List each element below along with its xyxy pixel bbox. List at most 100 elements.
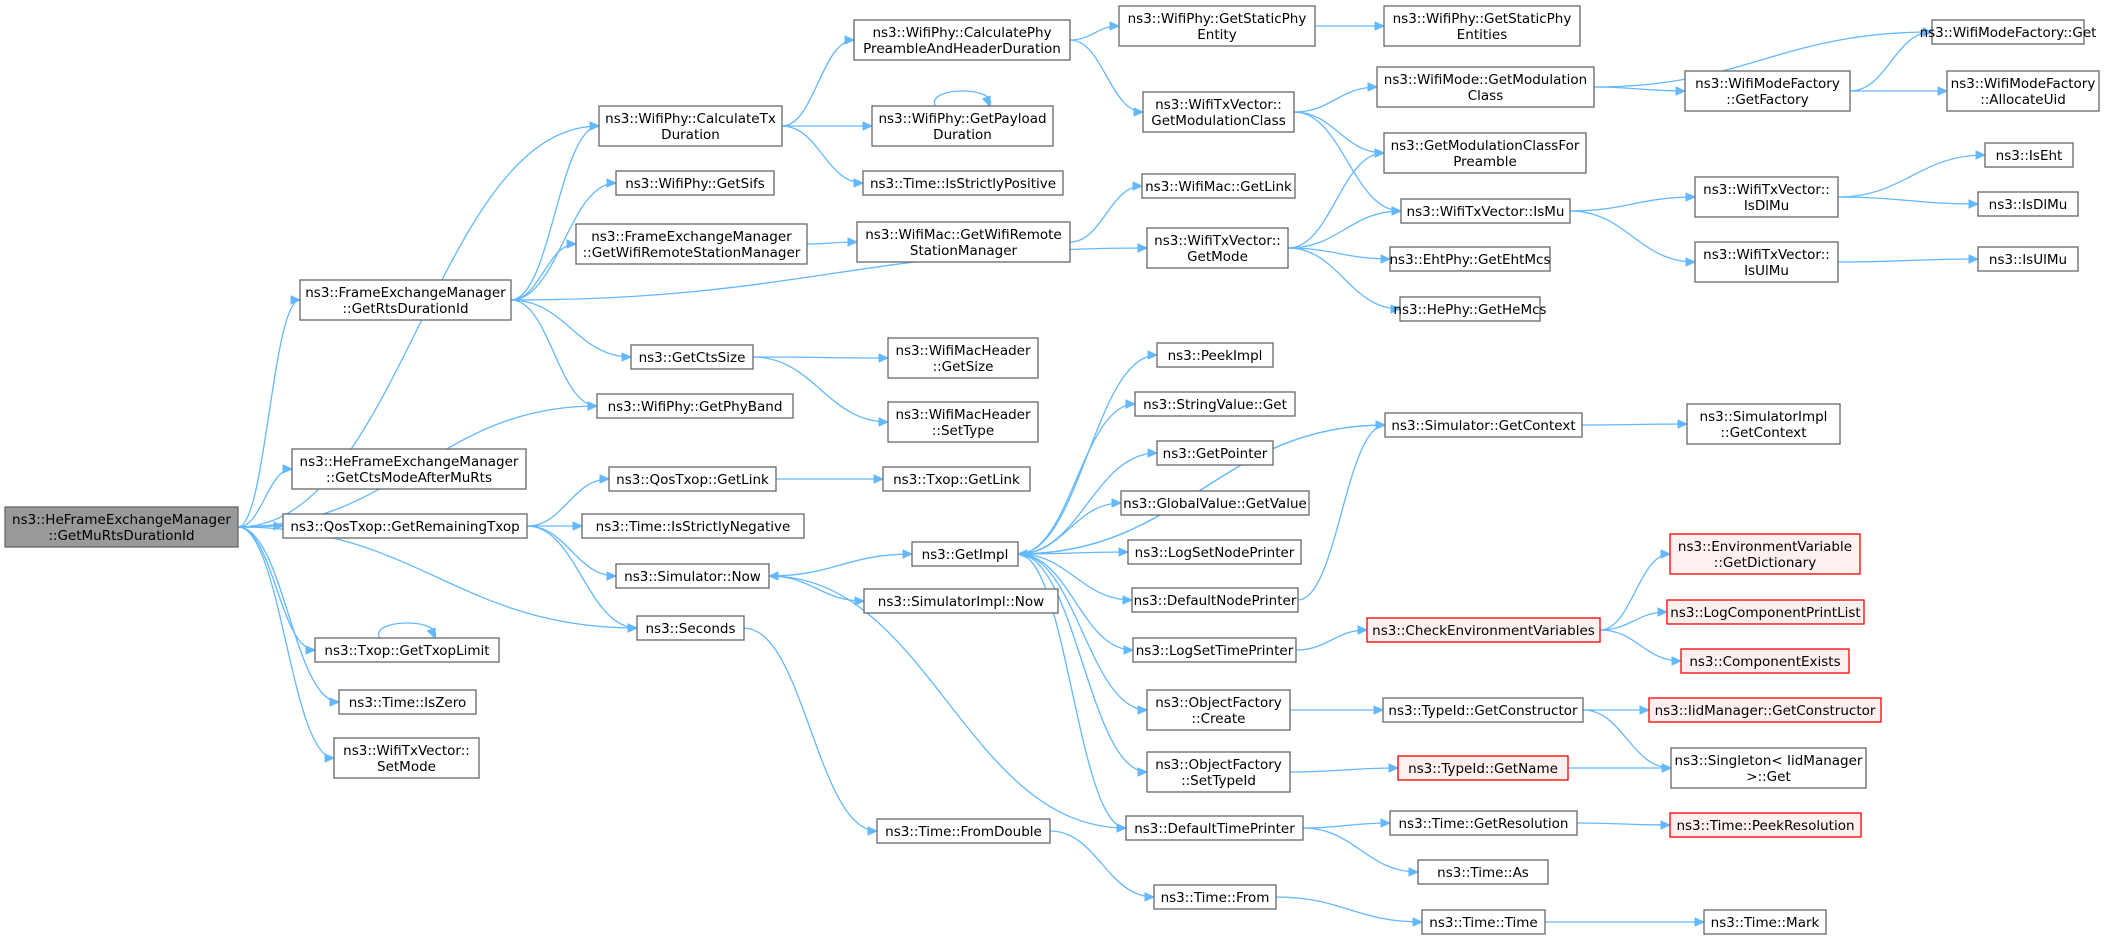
- function-node-logSetNode[interactable]: ns3::LogSetNodePrinter: [1127, 539, 1302, 565]
- function-node-peekRes[interactable]: ns3::Time::PeekResolution: [1669, 812, 1862, 838]
- function-node-fromDouble[interactable]: ns3::Time::FromDouble: [876, 818, 1051, 844]
- function-node-getCtsMode[interactable]: ns3::HeFrameExchangeManager::GetCtsModeA…: [291, 448, 527, 490]
- function-node-getPointer[interactable]: ns3::GetPointer: [1156, 440, 1274, 466]
- function-node-root[interactable]: ns3::HeFrameExchangeManager::GetMuRtsDur…: [4, 506, 239, 548]
- function-node-getMode[interactable]: ns3::WifiTxVector::GetMode: [1146, 227, 1289, 269]
- node-label: ::GetCtsModeAfterMuRts: [326, 470, 492, 486]
- call-edge: [237, 526, 317, 655]
- edge-line: [1576, 822, 1671, 826]
- edge-arrowhead: [1137, 767, 1149, 777]
- function-node-isZero[interactable]: ns3::Time::IsZero: [338, 689, 477, 715]
- call-edge: [510, 121, 601, 301]
- function-node-timeMark[interactable]: ns3::Time::Mark: [1703, 909, 1827, 935]
- function-node-logSetTime[interactable]: ns3::LogSetTimePrinter: [1132, 637, 1297, 663]
- function-node-getRts[interactable]: ns3::FrameExchangeManager::GetRtsDuratio…: [299, 279, 512, 321]
- call-edge: [1302, 818, 1392, 829]
- function-node-wmfGetFactory[interactable]: ns3::WifiModeFactory::GetFactory: [1684, 70, 1851, 112]
- function-node-checkEnv[interactable]: ns3::CheckEnvironmentVariables: [1366, 617, 1601, 643]
- function-node-typeIdGetCtor[interactable]: ns3::TypeId::GetConstructor: [1382, 697, 1584, 723]
- function-node-isUlMuTx[interactable]: ns3::WifiTxVector::IsUlMu: [1694, 241, 1839, 283]
- function-node-ehtMcs[interactable]: ns3::EhtPhy::GetEhtMcs: [1389, 246, 1551, 272]
- function-node-peekImpl[interactable]: ns3::PeekImpl: [1156, 342, 1274, 368]
- call-edge: [1289, 763, 1400, 773]
- function-node-macHdrGetSize[interactable]: ns3::WifiMacHeader::GetSize: [887, 337, 1039, 379]
- call-edge: [510, 178, 618, 301]
- function-node-timeGetRes[interactable]: ns3::Time::GetResolution: [1389, 810, 1578, 836]
- function-node-logCompPrintList[interactable]: ns3::LogComponentPrintList: [1666, 599, 1865, 625]
- function-node-mac_getRSM[interactable]: ns3::WifiMac::GetWifiRemoteStationManage…: [856, 221, 1071, 263]
- function-node-getModClass[interactable]: ns3::WifiTxVector::GetModulationClass: [1142, 91, 1295, 133]
- function-node-singletonGet[interactable]: ns3::Singleton< IidManager >::Get: [1670, 747, 1867, 789]
- function-node-stringValueGet[interactable]: ns3::StringValue::Get: [1134, 391, 1296, 417]
- function-node-isUlMu[interactable]: ns3::IsUlMu: [1977, 246, 2079, 272]
- function-node-objFactSetType[interactable]: ns3::ObjectFactory::SetTypeId: [1146, 751, 1291, 793]
- edge-line: [1017, 502, 1122, 555]
- call-edge: [1567, 763, 1673, 773]
- function-node-qos_getLink[interactable]: ns3::QosTxop::GetLink: [608, 466, 777, 492]
- node-box: [1125, 815, 1304, 841]
- function-node-setMode[interactable]: ns3::WifiTxVector::SetMode: [333, 737, 480, 779]
- function-node-txopGetLink[interactable]: ns3::Txop::GetLink: [882, 466, 1031, 492]
- node-box: [1134, 391, 1296, 417]
- function-node-heMcs[interactable]: ns3::HePhy::GetHeMcs: [1393, 296, 1547, 322]
- function-node-getCtsSize[interactable]: ns3::GetCtsSize: [630, 344, 754, 370]
- function-node-timeTime[interactable]: ns3::Time::Time: [1421, 909, 1546, 935]
- edge-arrowhead: [1675, 86, 1687, 96]
- function-node-isEht[interactable]: ns3::IsEht: [1984, 142, 2074, 168]
- edge-arrowhead: [606, 571, 618, 581]
- node-box: [1694, 176, 1839, 218]
- function-node-timeFrom[interactable]: ns3::Time::From: [1153, 884, 1277, 910]
- edge-line: [1017, 553, 1148, 711]
- function-node-isDlMu[interactable]: ns3::IsDlMu: [1977, 191, 2079, 217]
- function-node-fem_getRSM[interactable]: ns3::FrameExchangeManager::GetWifiRemote…: [575, 223, 808, 265]
- function-node-getPhyBand[interactable]: ns3::WifiPhy::GetPhyBand: [596, 393, 794, 419]
- function-node-typeIdGetName[interactable]: ns3::TypeId::GetName: [1397, 755, 1569, 781]
- function-node-objFactCreate[interactable]: ns3::ObjectFactory::Create: [1146, 689, 1291, 731]
- function-node-wmfGet[interactable]: ns3::WifiModeFactory::Get: [1920, 19, 2097, 45]
- function-node-allocUid[interactable]: ns3::WifiModeFactory::AllocateUid: [1946, 70, 2100, 112]
- node-box: [615, 563, 770, 589]
- function-node-isStrictPos[interactable]: ns3::Time::IsStrictlyPositive: [862, 170, 1064, 196]
- node-label: ns3::HeFrameExchangeManager: [12, 512, 231, 528]
- call-edge: [1837, 196, 1980, 209]
- function-node-simGetContext[interactable]: ns3::Simulator::GetContext: [1384, 412, 1583, 438]
- function-node-isDlMuTx[interactable]: ns3::WifiTxVector::IsDlMu: [1694, 176, 1839, 218]
- call-edge: [1849, 27, 1934, 92]
- function-node-wm_getModClass[interactable]: ns3::WifiMode::GetModulationClass: [1376, 66, 1595, 108]
- function-node-isMu[interactable]: ns3::WifiTxVector::IsMu: [1400, 198, 1571, 224]
- function-node-getImpl[interactable]: ns3::GetImpl: [911, 541, 1019, 567]
- node-label: Entity: [1197, 27, 1236, 43]
- function-node-macHdrSetType[interactable]: ns3::WifiMacHeader::SetType: [887, 401, 1039, 443]
- node-label: IsDlMu: [1744, 198, 1789, 214]
- function-node-simNow[interactable]: ns3::Simulator::Now: [615, 563, 770, 589]
- function-node-simImplNow[interactable]: ns3::SimulatorImpl::Now: [863, 588, 1059, 614]
- edge-arrowhead: [853, 178, 865, 188]
- function-node-globalValueGet[interactable]: ns3::GlobalValue::GetValue: [1120, 490, 1310, 516]
- node-box: [338, 689, 477, 715]
- function-node-envVarGetDict[interactable]: ns3::EnvironmentVariable::GetDictionary: [1669, 533, 1861, 575]
- node-box: [882, 466, 1031, 492]
- function-node-getTxopLimit[interactable]: ns3::Txop::GetTxopLimit: [314, 637, 500, 663]
- function-node-mac_getLink[interactable]: ns3::WifiMac::GetLink: [1141, 173, 1296, 199]
- node-box: [1703, 909, 1827, 935]
- function-node-iidGetCtor[interactable]: ns3::IidManager::GetConstructor: [1648, 697, 1882, 723]
- function-node-compExists[interactable]: ns3::ComponentExists: [1680, 648, 1850, 674]
- function-node-simImplGetContext[interactable]: ns3::SimulatorImpl::GetContext: [1686, 403, 1841, 445]
- node-label: ns3::WifiTxVector::: [1155, 97, 1282, 113]
- edge-line: [1017, 553, 1133, 601]
- function-node-defNodePrinter[interactable]: ns3::DefaultNodePrinter: [1131, 587, 1299, 613]
- function-node-timeAs[interactable]: ns3::Time::As: [1417, 859, 1549, 885]
- function-node-isStrictNeg[interactable]: ns3::Time::IsStrictlyNegative: [581, 513, 805, 539]
- function-node-getRemTxop[interactable]: ns3::QosTxop::GetRemainingTxop: [282, 513, 528, 539]
- call-edges: [237, 21, 1987, 927]
- function-node-getSifs[interactable]: ns3::WifiPhy::GetSifs: [615, 170, 775, 196]
- function-node-defTimePrinter[interactable]: ns3::DefaultTimePrinter: [1125, 815, 1304, 841]
- function-node-calcPhyPre[interactable]: ns3::WifiPhy::CalculatePhyPreambleAndHea…: [853, 19, 1071, 61]
- edge-arrowhead: [1661, 763, 1673, 773]
- function-node-seconds[interactable]: ns3::Seconds: [636, 615, 745, 641]
